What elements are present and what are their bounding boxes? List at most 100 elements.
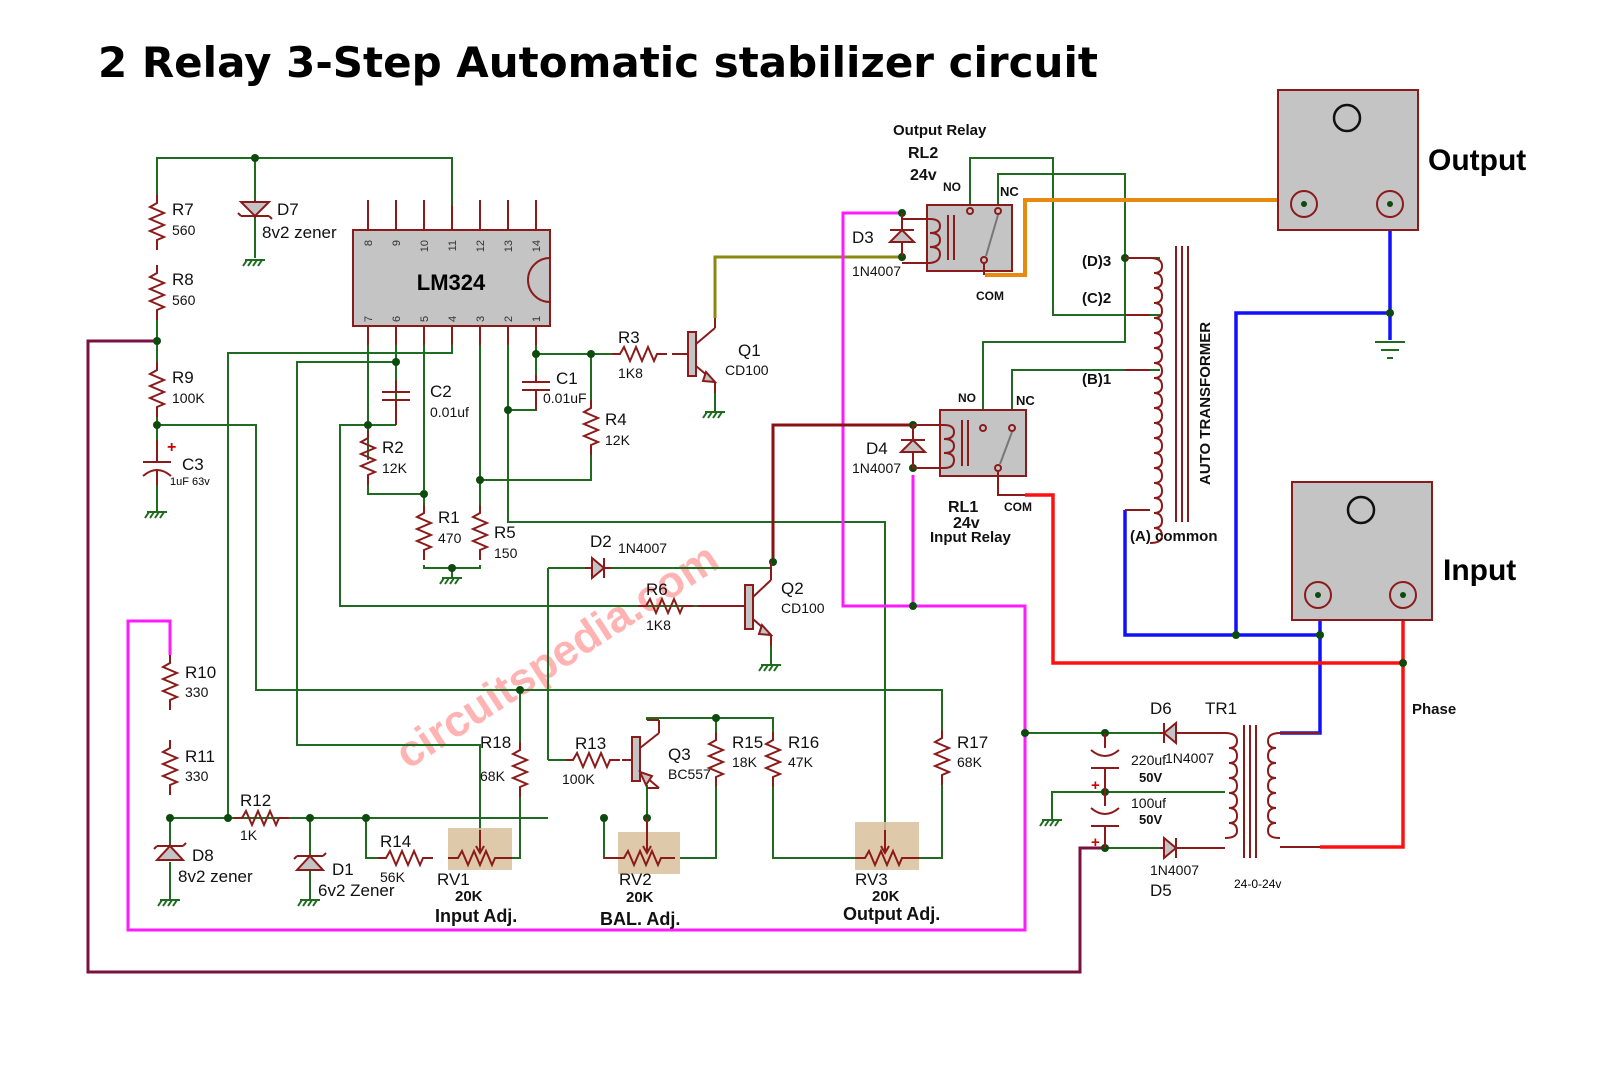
label-text: 4	[447, 316, 459, 322]
label-text: C3	[182, 455, 204, 474]
label-text: 1K8	[618, 365, 643, 381]
label-text: 6	[391, 316, 403, 322]
label-text: R13	[575, 734, 606, 753]
label-text: COM	[1004, 500, 1032, 514]
label-text: Input Relay	[930, 529, 1012, 546]
label-text: AUTO TRANSFORMER	[1197, 322, 1214, 485]
label-text: R16	[788, 733, 819, 752]
label-text: 10	[419, 240, 431, 252]
ground-symbols	[144, 259, 1405, 907]
label-text: 24-0-24v	[1234, 877, 1281, 891]
potentiometer-rv3[interactable]: RV3 20K Output Adj.	[843, 822, 940, 924]
output-socket[interactable]: Output	[1277, 89, 1526, 231]
label-text: 1N4007	[1150, 862, 1199, 878]
label-text: Q2	[781, 579, 804, 598]
label-text: 100uf	[1131, 795, 1166, 811]
label-text: 24v	[910, 167, 937, 184]
label-text: D7	[277, 200, 299, 219]
label-text: 470	[438, 530, 462, 546]
label-text: 8	[363, 240, 375, 246]
label-text: 1N4007	[1165, 750, 1214, 766]
label-text: R1	[438, 508, 460, 527]
label-text: NO	[943, 180, 961, 194]
label-text: 68K	[480, 768, 506, 784]
label-text: 8v2 zener	[178, 867, 253, 886]
label-text: 47K	[788, 754, 814, 770]
label-text: 1uF 63v	[170, 476, 210, 488]
label-text: R10	[185, 663, 216, 682]
label-text: NC	[1016, 393, 1035, 408]
junction-dots	[153, 154, 1407, 852]
label-text: 14	[531, 240, 543, 252]
tap-c: (C)2	[1082, 290, 1111, 307]
label-text: R3	[618, 328, 640, 347]
label-text: 68K	[957, 754, 983, 770]
label-text: 9	[391, 240, 403, 246]
zener-d7: D7 8v2 zener	[237, 200, 337, 242]
tap-b: (B)1	[1082, 371, 1111, 388]
ground-icon	[157, 899, 180, 907]
label-text: 20K	[872, 888, 900, 905]
label-text: 1K8	[646, 617, 671, 633]
label-text: +	[1091, 834, 1100, 851]
label-text: C2	[430, 382, 452, 401]
label-text: R5	[494, 523, 516, 542]
ground-icon	[439, 577, 462, 585]
label-text: 0.01uF	[543, 390, 587, 406]
label-text: NO	[958, 391, 976, 405]
label-text: C1	[556, 369, 578, 388]
label-text: 150	[494, 545, 518, 561]
label-text: 20K	[455, 888, 483, 905]
input-label: Input	[1443, 554, 1516, 587]
potentiometer-rv2[interactable]: RV2 20K BAL. Adj.	[600, 818, 680, 929]
label-text: COM	[976, 289, 1004, 303]
diagram-title: 2 Relay 3-Step Automatic stabilizer circ…	[98, 38, 1098, 87]
tap-d: (D)3	[1082, 253, 1111, 270]
signal-wires	[156, 157, 1225, 900]
label-text: 6v2 Zener	[318, 881, 395, 900]
label-text: RV1	[437, 870, 470, 889]
ground-icon	[297, 899, 320, 907]
label-text: 1K	[240, 827, 258, 843]
label-text: 8v2 zener	[262, 223, 337, 242]
label-text: Input Adj.	[435, 906, 517, 926]
capacitor-c2: C20.01uf	[382, 380, 469, 425]
label-text: R9	[172, 368, 194, 387]
tap-a: (A) common	[1130, 528, 1218, 545]
label-text: 5	[419, 316, 431, 322]
power-wires	[86, 198, 1405, 974]
label-text: 330	[185, 684, 209, 700]
input-socket[interactable]: Input	[1291, 481, 1516, 621]
label-text: Q3	[668, 745, 691, 764]
label-text: 13	[503, 240, 515, 252]
ground-icon	[702, 411, 725, 419]
label-text: 1N4007	[852, 263, 901, 279]
label-text: D4	[866, 439, 888, 458]
label-text: R11	[185, 747, 215, 766]
label-text: CD100	[725, 362, 769, 378]
label-text: 18K	[732, 754, 758, 770]
phase-label: Phase	[1412, 701, 1456, 718]
label-text: R14	[380, 832, 411, 851]
potentiometer-rv1[interactable]: RV1 20K Input Adj.	[435, 828, 517, 926]
ground-icon	[1039, 819, 1062, 827]
label-text: BAL. Adj.	[600, 909, 680, 929]
ic-bottom-pin-numbers: 7 6 5 4 3 2 1	[363, 316, 543, 322]
label-text: 12K	[605, 432, 631, 448]
label-text: 11	[447, 240, 459, 251]
earth-icon	[1375, 341, 1405, 359]
